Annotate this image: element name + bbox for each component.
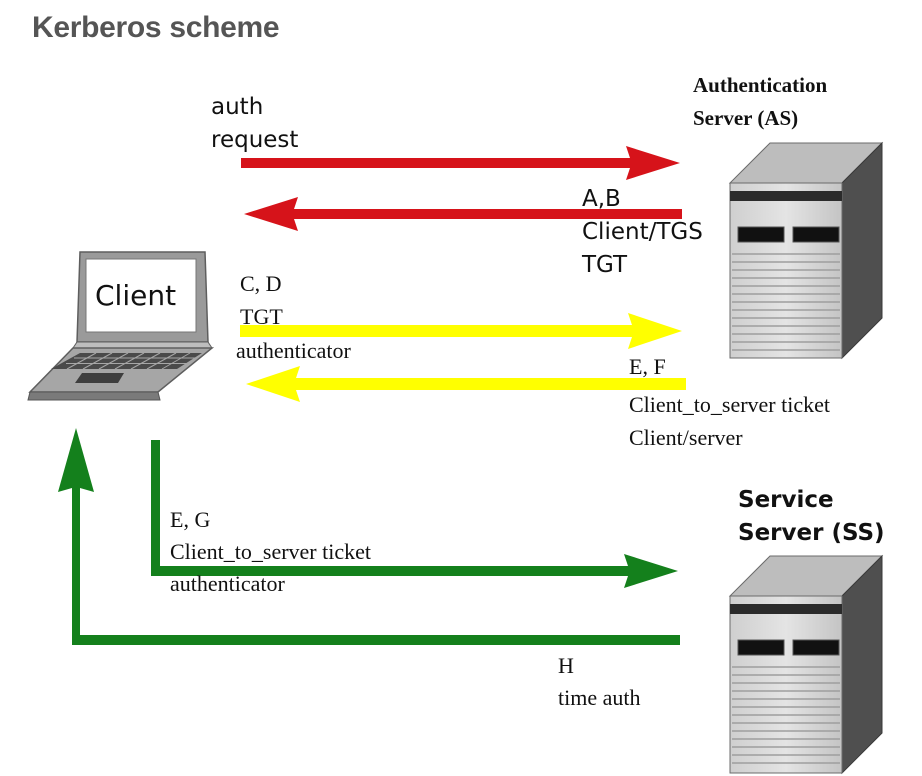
touchpad [75, 373, 124, 383]
msg-eg-line3: authenticator [170, 571, 285, 596]
arrow-ab-response [244, 197, 682, 231]
msg-eg-line2: Client_to_server ticket [170, 539, 371, 564]
msg-ef-line1: E, F [629, 354, 666, 379]
arrow-eg-request [151, 440, 678, 588]
msg-h-line2: time auth [558, 685, 641, 710]
msg-cd-line2: TGT [240, 304, 283, 329]
msg-ab-line1: A,B [582, 186, 621, 212]
msg-h-line1: H [558, 653, 574, 678]
msg-eg-line1: E, G [170, 507, 211, 532]
service-server-icon [728, 554, 884, 775]
arrow-auth-request [241, 146, 680, 180]
auth-server-title-line1: Authentication [693, 73, 828, 97]
msg-ab-line2: Client/TGS [582, 219, 703, 245]
msg-cd-line3: authenticator [236, 338, 351, 363]
page-title: Kerberos scheme [32, 11, 280, 44]
msg-auth-request-line1: auth [211, 94, 264, 120]
msg-cd-line1: C, D [240, 271, 282, 296]
auth-server-title-line2: Server (AS) [693, 106, 799, 130]
auth-server-icon [728, 141, 884, 360]
msg-ef-line3: Client/server [629, 425, 743, 450]
laptop-icon [27, 251, 215, 401]
service-server-title-line1: Service [738, 487, 834, 513]
msg-ab-line3: TGT [582, 252, 628, 278]
keyboard [51, 352, 202, 370]
client-label: Client [95, 279, 177, 312]
arrow-cd-request [240, 313, 682, 349]
service-server-title-line2: Server (SS) [738, 520, 885, 546]
arrow-ef-response [246, 366, 686, 402]
msg-ef-line2: Client_to_server ticket [629, 392, 830, 417]
msg-auth-request-line2: request [211, 127, 299, 153]
